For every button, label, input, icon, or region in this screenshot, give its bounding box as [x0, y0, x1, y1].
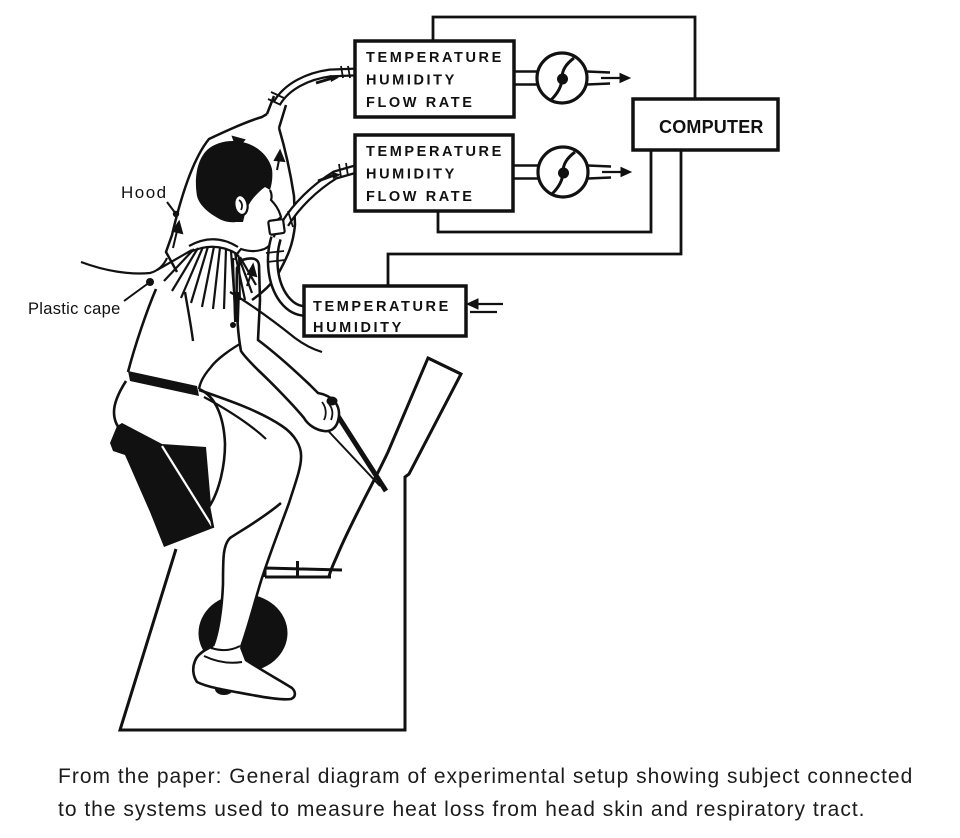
svg-text:TEMPERATURE: TEMPERATURE	[366, 50, 504, 66]
svg-text:Hood: Hood	[121, 183, 168, 202]
svg-text:FLOW RATE: FLOW RATE	[366, 189, 475, 205]
svg-text:From the paper: General diagra: From the paper: General diagram of exper…	[58, 765, 913, 788]
svg-text:to the systems used to measure: to the systems used to measure heat loss…	[58, 798, 866, 821]
svg-text:HUMIDITY: HUMIDITY	[366, 73, 457, 89]
svg-text:TEMPERATURE: TEMPERATURE	[366, 144, 504, 160]
svg-text:COMPUTER: COMPUTER	[659, 117, 764, 137]
svg-text:Plastic cape: Plastic cape	[28, 300, 121, 318]
svg-text:HUMIDITY: HUMIDITY	[366, 167, 457, 183]
svg-text:FLOW RATE: FLOW RATE	[366, 95, 475, 111]
svg-text:TEMPERATURE: TEMPERATURE	[313, 299, 451, 315]
svg-text:HUMIDITY: HUMIDITY	[313, 320, 404, 336]
